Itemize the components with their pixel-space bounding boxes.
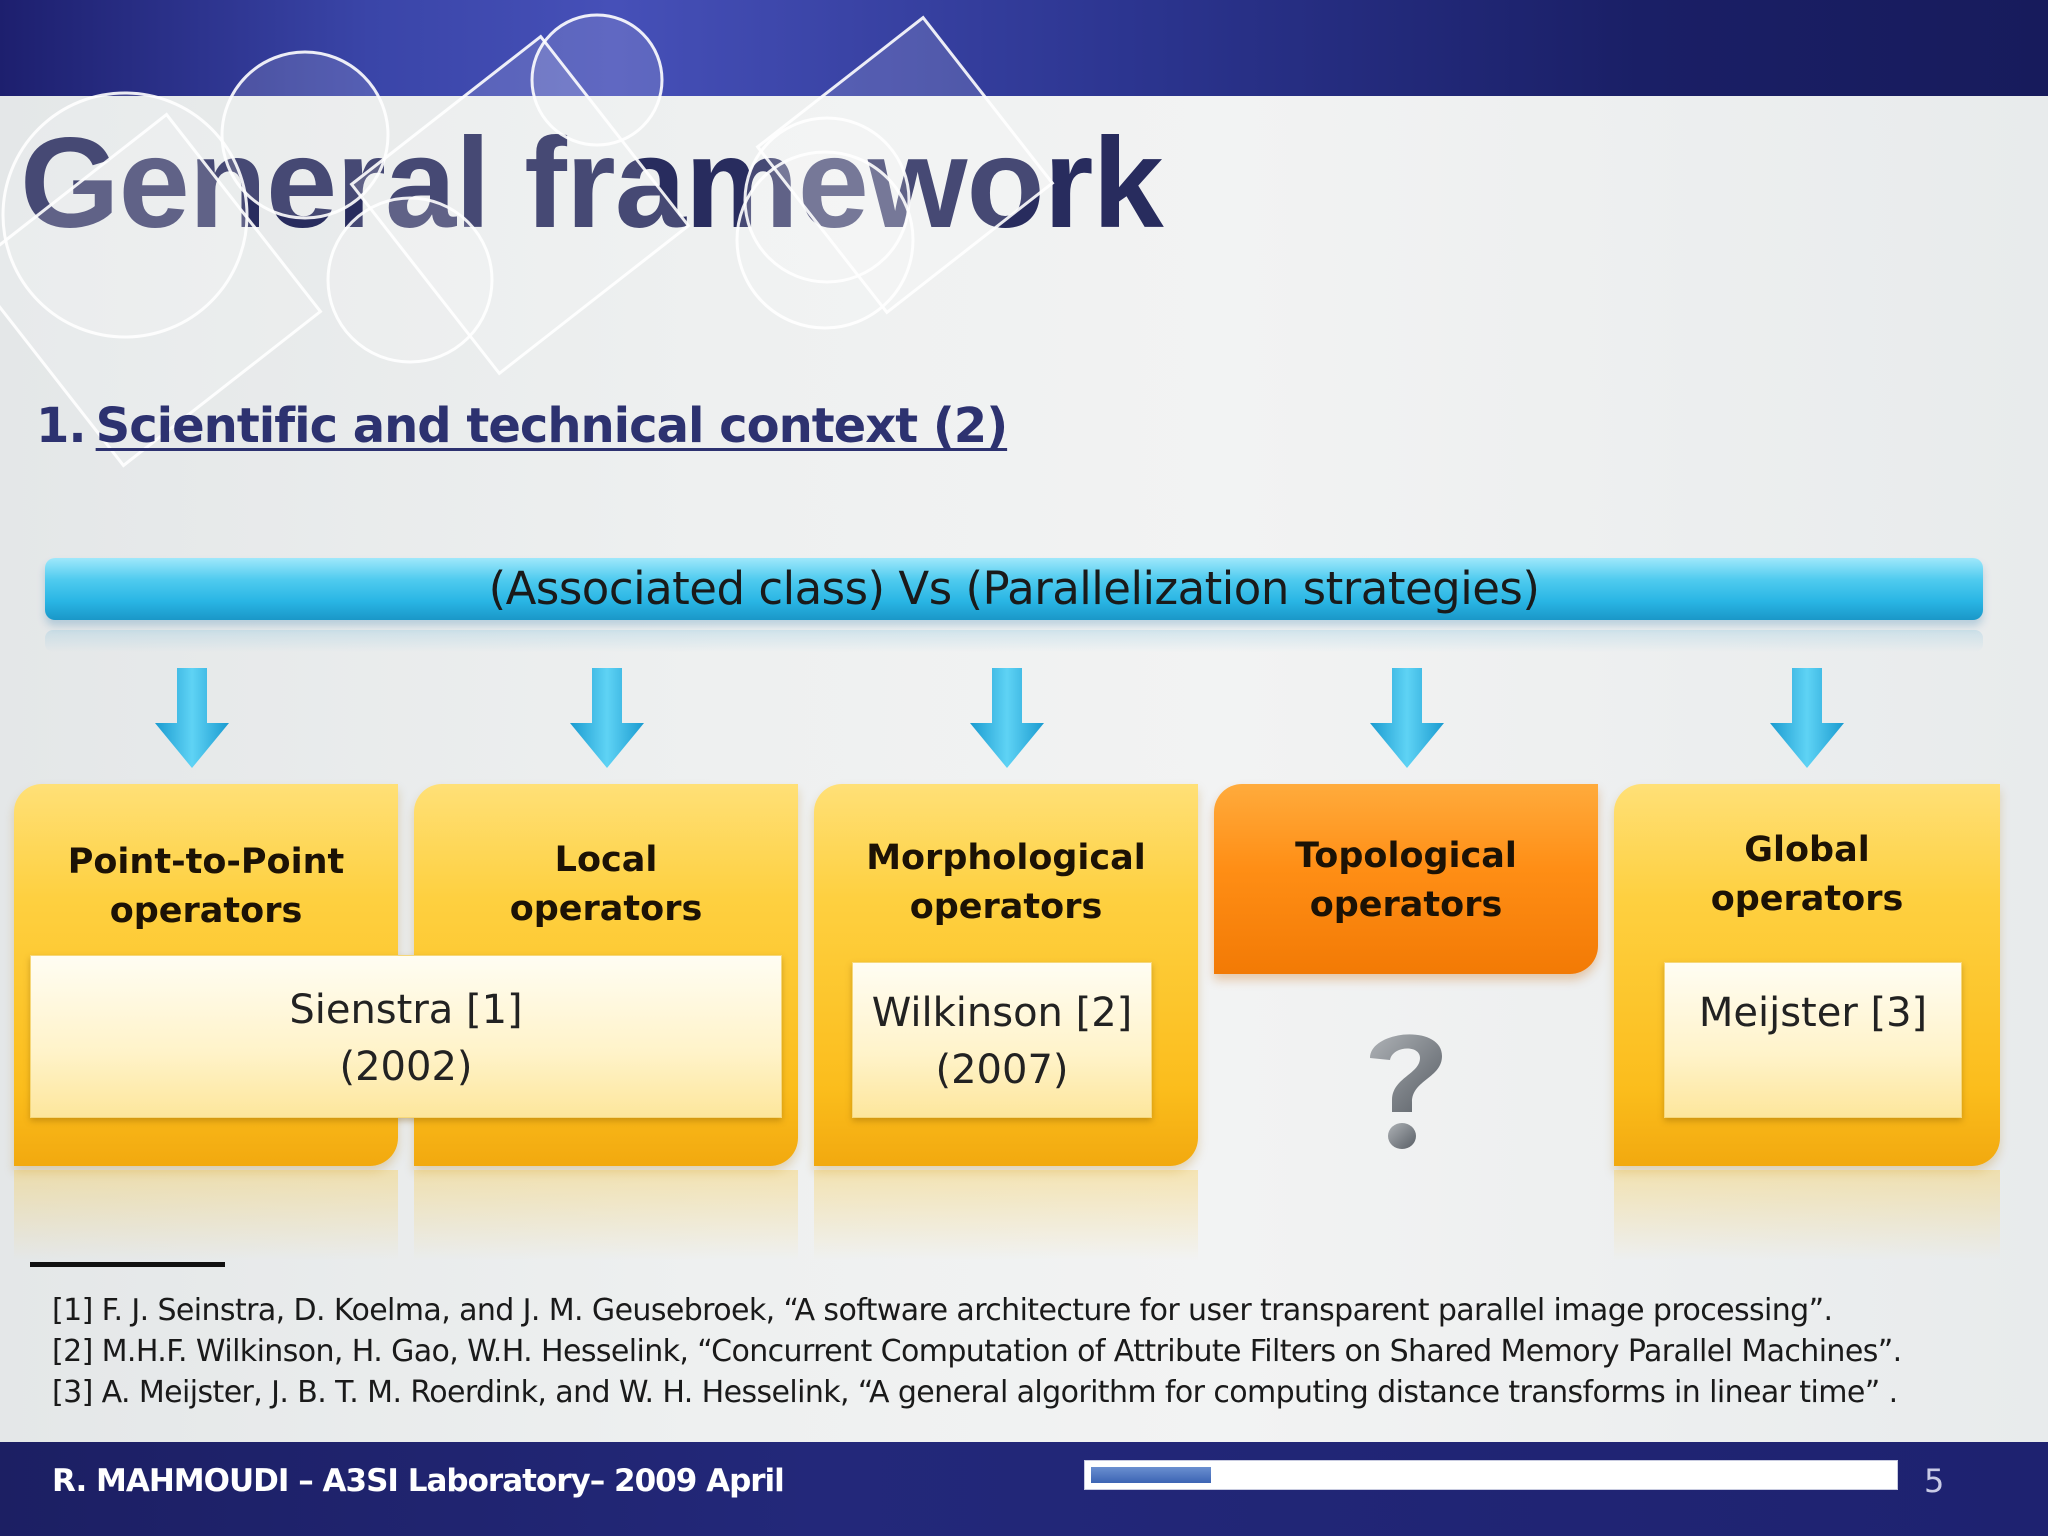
- reference-year: (2007): [935, 1047, 1069, 1093]
- header-bar-reflection: [45, 630, 1983, 652]
- question-mark-icon: [1370, 1034, 1442, 1149]
- reference-name: Sienstra [1]: [289, 987, 523, 1033]
- reference-box-meijster: Meijster [3]: [1664, 962, 1962, 1118]
- footnote: [3] A. Meijster, J. B. T. M. Roerdink, a…: [52, 1375, 1898, 1410]
- footnote-rule: [30, 1262, 225, 1267]
- page-number: 5: [1924, 1462, 1945, 1500]
- section-heading: 1.Scientific and technical context (2): [36, 398, 1008, 454]
- reference-year: (2002): [339, 1044, 473, 1090]
- reference-name: Meijster [3]: [1698, 990, 1928, 1036]
- reference-name: Wilkinson [2]: [871, 990, 1133, 1036]
- section-title: Scientific and technical context (2): [95, 398, 1008, 454]
- slide-progress-bar: [1084, 1460, 1898, 1490]
- column-reflection: [414, 1170, 798, 1260]
- down-arrow-icon: [1370, 668, 1444, 768]
- section-number: 1.: [36, 398, 87, 454]
- reference-box-wilkinson: Wilkinson [2] (2007): [852, 962, 1152, 1118]
- slide-title: General framework: [20, 112, 1164, 255]
- header-bar: (Associated class) Vs (Parallelization s…: [45, 558, 1983, 620]
- down-arrow-icon: [1770, 668, 1844, 768]
- top-band: [0, 0, 2048, 96]
- header-bar-label: (Associated class) Vs (Parallelization s…: [488, 562, 1540, 615]
- slide-progress-fill: [1091, 1467, 1211, 1483]
- down-arrow-icon: [570, 668, 644, 768]
- down-arrow-icon: [970, 668, 1044, 768]
- column-reflection: [14, 1170, 398, 1260]
- column-reflection: [814, 1170, 1198, 1260]
- footnotes: [1] F. J. Seinstra, D. Koelma, and J. M.…: [52, 1290, 1902, 1413]
- down-arrow-icon: [155, 668, 229, 768]
- footer-band: R. MAHMOUDI – A3SI Laboratory– 2009 Apri…: [0, 1442, 2048, 1536]
- reference-box-seinstra: Sienstra [1] (2002): [30, 955, 782, 1118]
- column-reflection: [1614, 1170, 2000, 1260]
- footnote: [1] F. J. Seinstra, D. Koelma, and J. M.…: [52, 1293, 1833, 1328]
- footer-author: R. MAHMOUDI – A3SI Laboratory– 2009 Apri…: [52, 1463, 785, 1499]
- footnote: [2] M.H.F. Wilkinson, H. Gao, W.H. Hesse…: [52, 1334, 1902, 1369]
